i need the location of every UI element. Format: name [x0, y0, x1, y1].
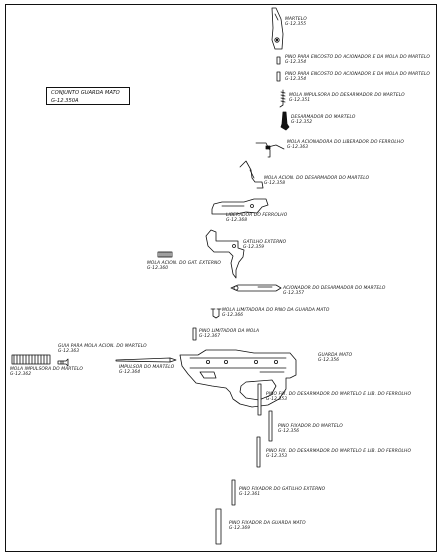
part-code: G-12.362	[10, 372, 32, 377]
label-mola-acion-desarmador: MOLA ACION. DO DESARMADOR DO MARTELO G-1…	[264, 176, 369, 186]
part-code: G-12.353	[266, 397, 288, 402]
part-code: G-12.367	[199, 334, 221, 339]
part-name: MOLA IMPULSORA DO DESARMADOR DO MARTELO	[289, 93, 405, 98]
part-pino-fix-desarmador-lib	[257, 383, 262, 416]
label-martelo: MARTELO G-12.355	[285, 17, 307, 27]
label-desarmador-martelo: DESARMADOR DO MARTELO G-12.352	[291, 115, 355, 125]
label-mola-impulsora-desarmador: MOLA IMPULSORA DO DESARMADOR DO MARTELO …	[289, 93, 405, 103]
assembly-title: CONJUNTO GUARDA MATO	[51, 90, 120, 96]
part-name: PINO FIXADOR DA GUARDA MATO	[229, 521, 306, 526]
part-code: G-12.351	[289, 98, 311, 103]
part-name: IMPULSOR DO MARTELO	[119, 365, 175, 370]
part-code: G-12.355	[285, 22, 307, 27]
label-gatilho-externo: GATILHO EXTERNO G-12.359	[243, 240, 286, 250]
label-mola-impulsora-martelo: MOLA IMPULSORA DO MARTELO G-12.362	[10, 367, 83, 377]
part-mola-limitadora	[210, 308, 222, 319]
part-guia-mola-acion	[57, 358, 69, 367]
label-pino-fix-desarmador-lib: PINO FIX. DO DESARMADOR DO MARTELO E LIB…	[266, 392, 411, 402]
part-mola-impulsora-martelo	[11, 354, 51, 365]
part-name: PINO LIMITADOR DA MOLA	[199, 329, 260, 334]
label-mola-acionadora-liberador: MOLA ACIONADORA DO LIBERADOR DO FERROLHO…	[287, 140, 404, 150]
part-code: G-12.368	[226, 218, 248, 223]
part-pino-encosto-1	[276, 56, 281, 65]
part-name: DESARMADOR DO MARTELO	[291, 115, 356, 120]
label-pino-encosto-1: PINO PARA ENCOSTO DO ACIONADOR E DA MOLA…	[285, 55, 430, 65]
part-mola-acion-desarmador	[239, 160, 264, 189]
label-mola-limitadora: MOLA LIMITADORA DO PINO DA GUARDA MATO G…	[222, 308, 329, 318]
part-impulsor-martelo	[115, 357, 177, 363]
part-pino-limitador-mola	[192, 327, 197, 341]
part-code: G-12.356	[318, 358, 340, 363]
part-code: G-12.369	[229, 526, 251, 531]
part-name: ACIONADOR DO DESARMADOR DO MARTELO	[283, 286, 386, 291]
part-mola-acionadora-liberador	[255, 142, 285, 158]
label-pino-limitador-mola: PINO LIMITADOR DA MOLA G-12.367	[199, 329, 259, 339]
part-code: G-12.361	[239, 492, 261, 497]
part-name: PINO FIXADOR DO MARTELO	[278, 424, 343, 429]
part-pino-fixador-gatilho	[231, 479, 236, 506]
part-code: G-12.353	[266, 454, 288, 459]
label-pino-fixador-gatilho: PINO FIXADOR DO GATILHO EXTERNO G-12.361	[239, 487, 325, 497]
part-code: G-12.360	[147, 266, 169, 271]
part-name: GUIA PARA MOLA ACION. DO MARTELO	[58, 344, 147, 349]
part-martelo	[271, 7, 284, 50]
part-code: G-12.358	[264, 181, 286, 186]
part-pino-fixador-martelo	[268, 410, 273, 442]
part-desarmador-martelo	[280, 111, 290, 131]
part-name: MARTELO	[285, 17, 307, 22]
drawing-frame	[5, 4, 437, 552]
part-name: MOLA LIMITADORA DO PINO DA GUARDA MATO	[222, 308, 330, 313]
assembly-code: G-12.350A	[51, 98, 79, 104]
part-code: G-12.364	[119, 370, 141, 375]
part-pino-fix-desarmador-lib-2	[256, 436, 261, 468]
label-pino-encosto-2: PINO PARA ENCOSTO DO ACIONADOR E DA MOLA…	[285, 72, 430, 82]
label-liberador-ferrolho: LIBERADOR DO FERROLHO G-12.368	[226, 213, 287, 223]
part-name: MOLA IMPULSORA DO MARTELO	[10, 367, 83, 372]
label-pino-fixador-martelo: PINO FIXADOR DO MARTELO G-12.356	[278, 424, 343, 434]
label-guarda-mato: GUARDA MATO G-12.356	[318, 353, 352, 363]
part-name: MOLA ACIONADORA DO LIBERADOR DO FERROLHO	[287, 140, 404, 145]
part-guarda-mato	[179, 349, 297, 408]
part-acionador-desarmador	[230, 284, 282, 292]
assembly-title-box: CONJUNTO GUARDA MATO G-12.350A	[46, 87, 130, 105]
part-code: G-12.366	[222, 313, 244, 318]
part-code: G-12.363	[58, 349, 80, 354]
part-name: MOLA ACION. DO GAT. EXTERNO	[147, 261, 221, 266]
label-guia-mola-acion: GUIA PARA MOLA ACION. DO MARTELO G-12.36…	[58, 344, 147, 354]
part-pino-fixador-guarda	[215, 508, 222, 545]
label-pino-fixador-guarda: PINO FIXADOR DA GUARDA MATO G-12.369	[229, 521, 306, 531]
part-code: G-12.354	[285, 60, 307, 65]
part-name: MOLA ACION. DO DESARMADOR DO MARTELO	[264, 176, 370, 181]
part-name: GUARDA MATO	[318, 353, 353, 358]
part-mola-acion-gat-externo	[157, 251, 173, 258]
part-code: G-12.357	[283, 291, 305, 296]
part-liberador-ferrolho	[211, 198, 269, 215]
label-acionador-desarmador: ACIONADOR DO DESARMADOR DO MARTELO G-12.…	[283, 286, 385, 296]
part-name: PINO PARA ENCOSTO DO ACIONADOR E DA MOLA…	[285, 55, 430, 60]
label-pino-fix-desarmador-lib-2: PINO FIX. DO DESARMADOR DO MARTELO E LIB…	[266, 449, 411, 459]
part-code: G-12.356	[278, 429, 300, 434]
part-mola-impulsora-desarmador	[279, 89, 286, 108]
part-name: PINO PARA ENCOSTO DO ACIONADOR E DA MOLA…	[285, 72, 430, 77]
label-mola-acion-gat-externo: MOLA ACION. DO GAT. EXTERNO G-12.360	[147, 261, 221, 271]
label-impulsor-martelo: IMPULSOR DO MARTELO G-12.364	[119, 365, 174, 375]
part-name: PINO FIX. DO DESARMADOR DO MARTELO E LIB…	[266, 449, 412, 454]
part-pino-encosto-2	[276, 71, 281, 82]
part-name: GATILHO EXTERNO	[243, 240, 287, 245]
part-code: G-12.352	[291, 120, 313, 125]
part-code: G-12.354	[285, 77, 307, 82]
part-name: LIBERADOR DO FERROLHO	[226, 213, 288, 218]
part-gatilho-externo	[205, 229, 245, 279]
part-code: G-12.359	[243, 245, 265, 250]
part-code: G-12.363	[287, 145, 309, 150]
part-name: PINO FIX. DO DESARMADOR DO MARTELO E LIB…	[266, 392, 412, 397]
part-name: PINO FIXADOR DO GATILHO EXTERNO	[239, 487, 326, 492]
